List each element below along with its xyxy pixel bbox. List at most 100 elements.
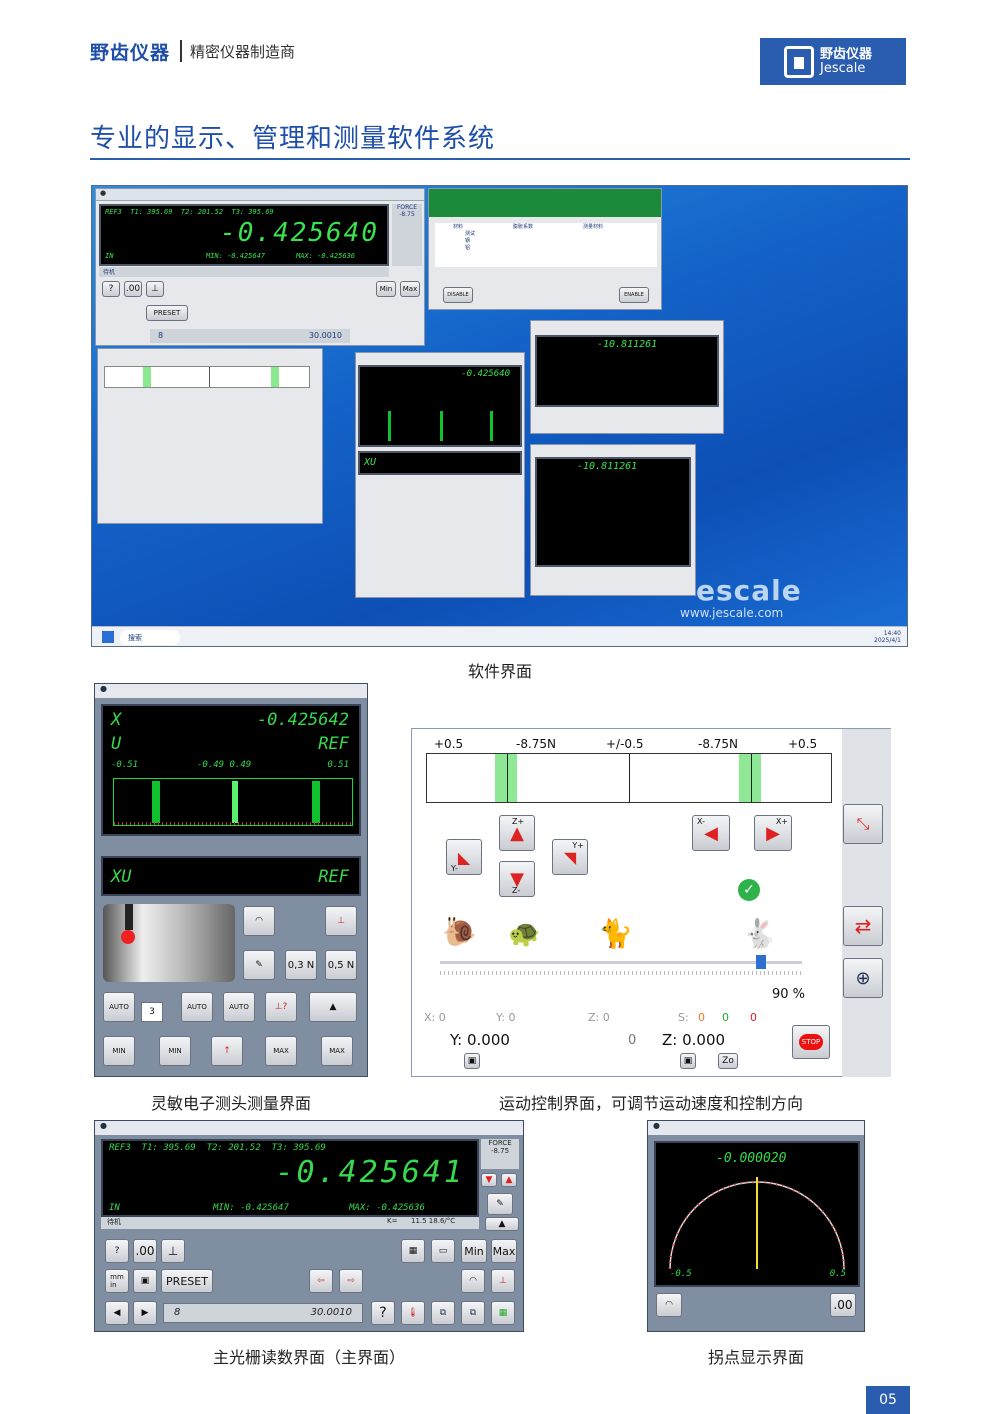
small-arc-lcd: -10.811261 (535, 457, 691, 567)
preset-button[interactable]: PRESET (146, 305, 188, 321)
enable-button[interactable]: ENABLE (619, 287, 649, 303)
axis-u-label: U (111, 734, 122, 754)
force-05-button[interactable]: 0,5 N (325, 950, 357, 980)
force-down-button[interactable]: ▼ (481, 1173, 497, 1187)
film-icon[interactable]: ▦ (401, 1239, 425, 1263)
collapse-button[interactable]: ▲ (485, 1217, 519, 1231)
small-reading-lcd: -10.811261 (535, 335, 719, 407)
target-button[interactable]: ⊕ (843, 958, 883, 998)
probe-reading: -0.425642 (256, 710, 349, 730)
ref-mark-button[interactable]: ⊥ (491, 1269, 515, 1293)
probe-mini-lcd: -0.425640 (358, 365, 522, 447)
help-button-large[interactable]: ? (371, 1301, 395, 1325)
copy-icon[interactable]: ⧉ (461, 1301, 485, 1325)
thermometer-icon[interactable]: 🌡 (401, 1301, 425, 1325)
auto-pt-button[interactable]: AUTO (181, 992, 213, 1022)
axis-transform-button[interactable]: ⤡ (843, 804, 883, 844)
windows-start-icon[interactable] (102, 631, 114, 643)
inflection-zero-button[interactable]: .00 (830, 1293, 856, 1317)
arrow-right-button[interactable]: ⇨ (339, 1269, 363, 1293)
zo-button[interactable]: Zo (718, 1053, 738, 1069)
min-left-button[interactable]: MIN (103, 1036, 135, 1066)
speed-slider-thumb[interactable] (756, 955, 766, 969)
inflection-arc (668, 1177, 846, 1270)
logo-en: Jescale (820, 61, 866, 76)
spreadsheet-icon[interactable]: ▦ (491, 1301, 515, 1325)
probe-panel: ● X -0.425642 U REF -0.51 -0.49 0.49 0.5… (94, 683, 368, 1077)
turtle-speed-icon[interactable]: 🐢 (508, 919, 541, 949)
inflection-panel-titlebar: ● (648, 1121, 864, 1135)
max-hold-button[interactable]: Max (491, 1239, 517, 1263)
screen-icon[interactable]: ▭ (431, 1239, 455, 1263)
prev-button[interactable]: ◀ (105, 1301, 129, 1325)
probe-pen-button[interactable]: ✎ (487, 1193, 513, 1215)
zero-reset-button[interactable]: .00 (133, 1239, 157, 1263)
gauge-arc-button[interactable]: ◠ (656, 1293, 682, 1317)
zero-button[interactable]: .00 (124, 281, 142, 297)
y-readout: Y: 0.000 (450, 1031, 510, 1049)
y-minus-button[interactable]: ◣Y- (446, 839, 482, 875)
window-icon[interactable]: ⧉ (431, 1301, 455, 1325)
datum-set-button[interactable]: ⊥ (161, 1239, 185, 1263)
title-rule (90, 158, 910, 160)
min-right-button[interactable]: MIN (159, 1036, 191, 1066)
stop-button[interactable]: STOP (792, 1025, 830, 1059)
brand-subtitle: 精密仪器制造商 (190, 43, 296, 61)
max-right-button[interactable]: MAX (321, 1036, 353, 1066)
force-03-button[interactable]: 0,3 N (285, 950, 317, 980)
y-plus-button[interactable]: ◥Y+ (552, 839, 588, 875)
gauge-icon[interactable]: ◠ (243, 906, 275, 936)
ref-label: REF (318, 734, 349, 754)
z-zero-icon[interactable]: ▣ (680, 1053, 696, 1069)
y-zero-icon[interactable]: ▣ (464, 1053, 480, 1069)
expand-button[interactable]: ▲ (309, 992, 357, 1022)
force-up-button[interactable]: ▲ (501, 1173, 517, 1187)
probe-scale (113, 778, 353, 826)
max-button[interactable]: Max (400, 281, 420, 297)
up-arrow-button[interactable]: ↑ (211, 1036, 243, 1066)
preset-value-button[interactable]: PRESET (161, 1269, 213, 1293)
watermark-brand: escale (696, 574, 802, 607)
brand-name: 野齿仪器 (90, 42, 171, 64)
auto-count-field[interactable]: 3 (141, 1002, 163, 1022)
xu-lcd: XU REF (101, 856, 361, 896)
motion-mini-scale (104, 366, 310, 388)
max-left-button[interactable]: MAX (265, 1036, 297, 1066)
min-button[interactable]: Min (376, 281, 396, 297)
datum-icon[interactable]: ⊥ (325, 906, 357, 936)
min-hold-button[interactable]: Min (461, 1239, 487, 1263)
probe-mini-xu: XU (358, 451, 522, 475)
help-doc-button[interactable]: ? (105, 1239, 129, 1263)
cat-speed-icon[interactable]: 🐈 (598, 917, 633, 950)
gauge-mode-button[interactable]: ◠ (461, 1269, 485, 1293)
mm-in-toggle[interactable]: mm in (105, 1269, 129, 1293)
datum-help-button[interactable]: ⊥? (265, 992, 297, 1022)
z-plus-button[interactable]: ▲Z+ (499, 815, 535, 851)
probe-tool-icon[interactable]: ✎ (243, 950, 275, 980)
arrow-left-button[interactable]: ⇦ (309, 1269, 333, 1293)
snail-speed-icon[interactable]: 🐌 (442, 915, 477, 948)
material-table: 材料膨胀系数测量材料 测试 钢 铝 (435, 223, 657, 267)
z-minus-button[interactable]: ▼Z- (499, 861, 535, 897)
main-panel-titlebar: ● (95, 1121, 523, 1135)
probe-zero-button[interactable]: ▣ (133, 1269, 157, 1293)
x-plus-button[interactable]: ▶X+ (754, 815, 792, 851)
auto-ref-button[interactable]: AUTO (223, 992, 255, 1022)
page-number: 05 (866, 1386, 910, 1414)
speed-slider-track[interactable] (440, 961, 802, 964)
datum-button[interactable]: ⊥ (146, 281, 164, 297)
x-minus-button[interactable]: ◀X- (692, 815, 730, 851)
rabbit-speed-icon[interactable]: 🐇 (742, 917, 777, 950)
next-button[interactable]: ▶ (133, 1301, 157, 1325)
watermark-url: www.jescale.com (680, 606, 784, 620)
taskbar-search[interactable]: 搜索 (120, 630, 180, 645)
help-button[interactable]: ? (102, 281, 120, 297)
inflection-reading: -0.000020 (716, 1151, 787, 1166)
disable-button[interactable]: DISABLE (443, 287, 473, 303)
swap-direction-button[interactable]: ⇄ (843, 906, 883, 946)
auto-x-button[interactable]: AUTO (103, 992, 135, 1022)
